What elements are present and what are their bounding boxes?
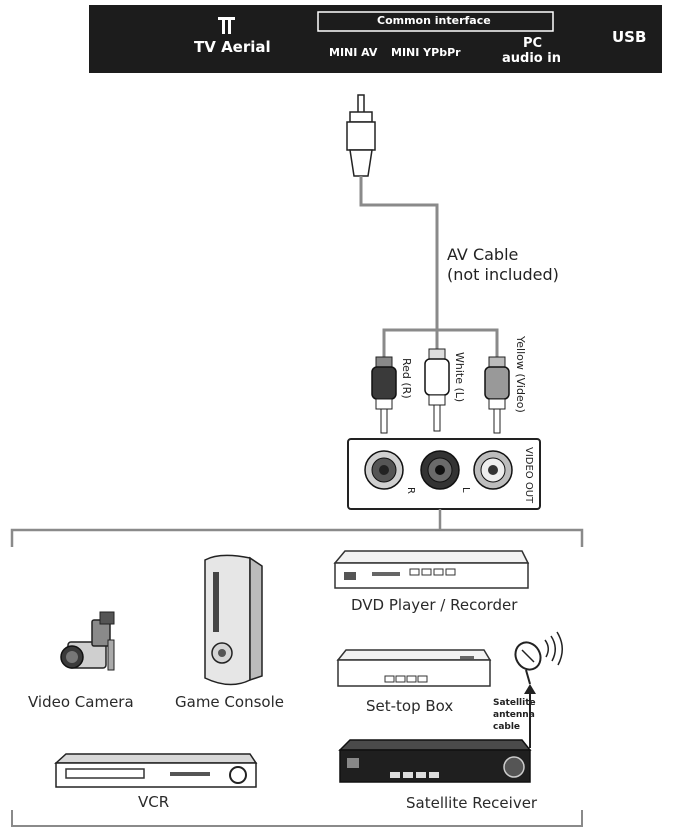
satellite-cable-label-3: cable (493, 722, 521, 732)
game-console-icon (204, 554, 263, 686)
audio-in-label: audio in (502, 51, 561, 66)
satellite-receiver-label: Satellite Receiver (406, 794, 538, 812)
video-out-label: VIDEO OUT (523, 447, 534, 504)
video-camera-label: Video Camera (28, 693, 134, 711)
common-interface-label: Common interface (377, 14, 491, 27)
red-plug (371, 356, 397, 434)
video-camera-icon (60, 611, 115, 671)
vcr-icon (54, 753, 258, 788)
aerial-icon (218, 17, 235, 34)
dvd-player-icon (333, 550, 530, 589)
single-rca-plug (346, 94, 376, 177)
jack-r-label: R (405, 487, 416, 494)
mini-av-label: MINI AV (329, 46, 378, 59)
set-top-box-label: Set-top Box (366, 697, 454, 715)
usb-label: USB (612, 28, 647, 46)
tv-rear-panel (89, 5, 662, 73)
jack-l-label: L (460, 487, 471, 493)
white-plug-label: White (L) (453, 352, 466, 403)
satellite-cable-label-1: Satellite (493, 698, 536, 708)
game-console-label: Game Console (175, 693, 284, 711)
white-plug (424, 348, 450, 432)
satellite-dish-icon (514, 631, 563, 685)
r-jack (364, 450, 404, 490)
video-jack (473, 450, 513, 490)
satellite-receiver-icon (338, 739, 532, 783)
dvd-player-label: DVD Player / Recorder (351, 596, 518, 614)
vcr-label: VCR (138, 793, 170, 811)
pc-label: PC (523, 36, 543, 51)
satellite-cable-label-2: antenna (493, 710, 535, 720)
set-top-box-icon (336, 649, 492, 687)
yellow-plug-label: Yellow (Video) (514, 336, 527, 413)
av-cable-note: (not included) (447, 265, 559, 284)
tv-aerial-label: TV Aerial (194, 38, 271, 56)
red-plug-label: Red (R) (400, 358, 413, 399)
devices-bracket-bottom (11, 810, 583, 827)
common-interface-slot (317, 11, 554, 32)
cable-arrowhead (524, 684, 536, 694)
yellow-plug (484, 356, 510, 434)
devices-bracket-top (10, 528, 584, 547)
av-cable-label: AV Cable (447, 245, 519, 264)
l-jack (420, 450, 460, 490)
mini-ypbpr-label: MINI YPbPr (391, 46, 461, 59)
